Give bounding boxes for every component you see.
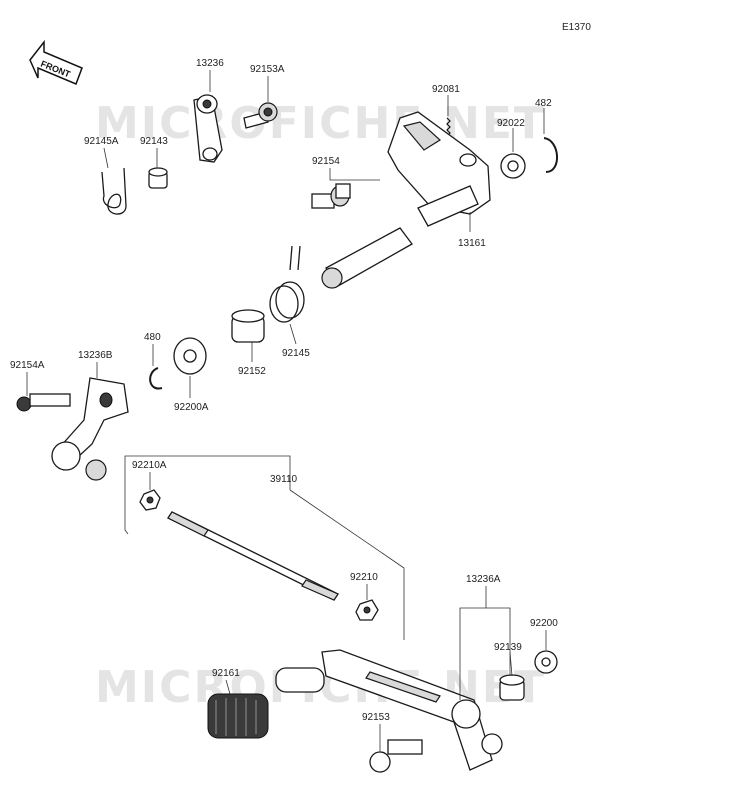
label-480: 480 [144,332,161,343]
part-39110-rod [167,511,339,601]
part-92200-washer [534,650,558,674]
label-92081: 92081 [432,84,460,95]
label-92154A: 92154A [10,360,45,371]
part-480-circlip [149,367,163,390]
label-92210: 92210 [350,572,378,583]
label-92145: 92145 [282,348,310,359]
label-39110: 39110 [270,474,298,485]
label-92153A: 92153A [250,64,285,75]
part-92161-rubber [207,693,269,739]
part-92210-nut [355,599,379,621]
label-92210A: 92210A [132,460,167,471]
part-92210A-nut [139,489,161,511]
part-13236B-lever [51,377,129,481]
part-92022-washer [500,153,526,179]
part-92200A-washer [173,337,207,375]
part-92154A-bolt [16,393,71,412]
label-92022: 92022 [497,118,525,129]
part-92139-collar [499,674,525,701]
label-13236: 13236 [196,58,224,69]
label-92143: 92143 [140,136,168,147]
label-92200: 92200 [530,618,558,629]
front-arrow-icon: FRONT [29,39,83,85]
part-92145A-spring [101,167,127,215]
label-92139: 92139 [494,642,522,653]
part-13161-shaft [321,185,479,289]
diagram-code: E1370 [562,22,591,33]
label-92200A: 92200A [174,402,209,413]
part-92143-collar [148,167,168,189]
leader-lines [26,70,547,752]
part-92152-collar [231,309,265,343]
part-92154-bolt [311,183,351,209]
part-92153-bolt [369,739,423,773]
label-13161: 13161 [458,238,486,249]
label-482: 482 [535,98,552,109]
label-92145A: 92145A [84,136,119,147]
part-482-circlip [543,137,559,173]
part-labels: 13236 92153A 92145A 92143 92081 482 9202… [10,58,558,723]
part-92145-spring [269,245,305,323]
part-13236-lever [193,94,223,163]
label-92154: 92154 [312,156,340,167]
label-92152: 92152 [238,366,266,377]
label-13236B: 13236B [78,350,113,361]
watermark-top: MICROFICHE.NET [95,98,546,149]
label-13236A: 13236A [466,574,501,585]
label-92153: 92153 [362,712,390,723]
part-92153A-bolt [243,102,278,129]
part-13236A-lever [275,649,503,771]
label-92161: 92161 [212,668,240,679]
